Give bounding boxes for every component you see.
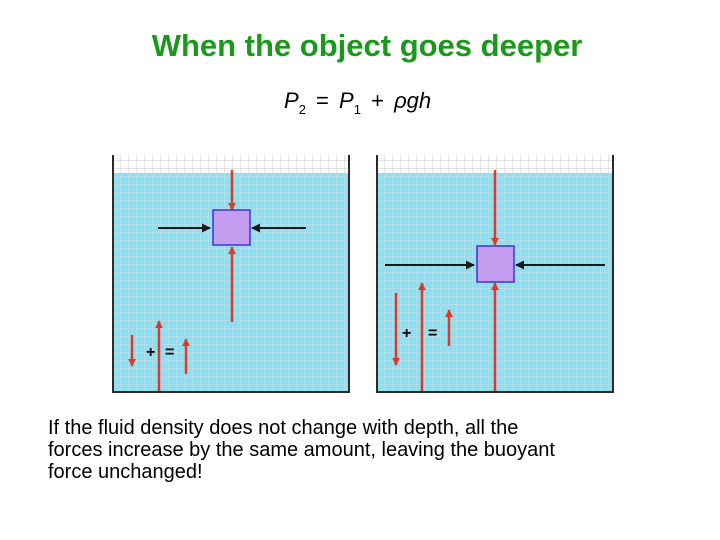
left-container: + = [112,155,350,393]
plus-label: + [402,325,411,342]
formula-rho-gh: ρgh [394,88,432,113]
submerged-object [476,245,515,283]
submerged-object [212,209,251,246]
caption-line-2: forces increase by the same amount, leav… [48,439,555,461]
caption-line-1: If the fluid density does not change wit… [48,417,519,439]
pressure-formula: P2 = P1 + ρgh [284,88,431,117]
formula-equals: = [316,88,329,113]
formula-p2-subscript: 2 [298,102,306,117]
plus-label: + [146,344,155,361]
caption-line-3: force unchanged! [48,461,203,483]
slide-title: When the object goes deeper [151,28,583,63]
formula-p1-subscript: 1 [353,102,361,117]
right-container: + = [376,155,614,393]
equals-label: = [428,325,437,342]
equals-label: = [165,344,174,361]
container-wall [112,155,350,393]
air-region [113,155,349,173]
formula-plus: + [371,88,384,113]
formula-p2: P [284,88,299,113]
caption-text: If the fluid density does not change wit… [48,417,688,483]
air-region [377,155,613,173]
container-wall [376,155,614,393]
formula-p1: P [339,88,354,113]
